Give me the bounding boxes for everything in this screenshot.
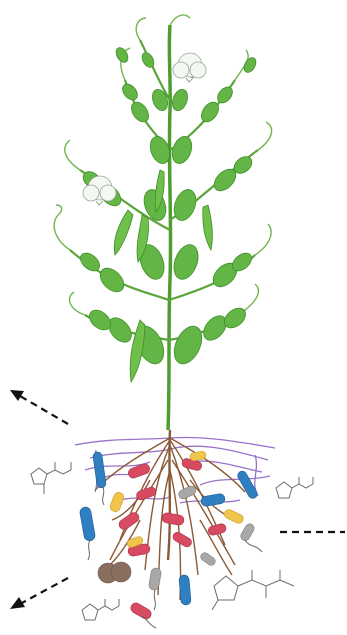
molecule-icon bbox=[31, 462, 313, 620]
arrow-lower-left bbox=[10, 578, 68, 609]
molecule-bottom-right bbox=[212, 570, 294, 610]
molecule-bottom-left bbox=[82, 599, 119, 620]
main-stem bbox=[168, 25, 171, 430]
diplococcus-bacteria bbox=[98, 562, 131, 583]
molecule-right bbox=[276, 477, 313, 498]
pea-plant-icon bbox=[54, 15, 271, 430]
molecule-left bbox=[31, 462, 71, 494]
arrow-icon bbox=[10, 390, 345, 609]
flower-top bbox=[173, 53, 206, 82]
flower-icon bbox=[83, 53, 206, 205]
arrow-upper-left bbox=[10, 390, 68, 424]
